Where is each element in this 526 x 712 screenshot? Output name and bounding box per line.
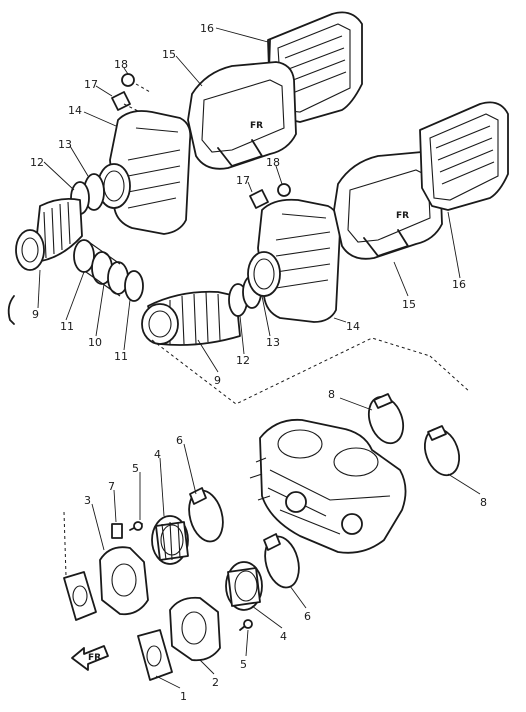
callout-14-right: 14 bbox=[346, 320, 360, 333]
callout-18-right: 18 bbox=[266, 156, 280, 169]
callout-13-top: 13 bbox=[58, 138, 72, 151]
callout-16-right: 16 bbox=[452, 278, 466, 291]
leader-lines bbox=[37, 27, 481, 689]
clamp-6-upper bbox=[188, 487, 224, 543]
gasket-upper bbox=[63, 511, 97, 621]
air-filter-element-right: FR bbox=[333, 151, 443, 260]
callout-9-center: 9 bbox=[214, 374, 221, 387]
assembly-guide-lines bbox=[151, 337, 471, 405]
callout-17-top: 17 bbox=[84, 78, 98, 91]
callout-9-left: 9 bbox=[32, 308, 39, 321]
callout-numbers: 16 15 18 17 14 13 12 9 11 10 11 9 12 13 … bbox=[30, 22, 487, 703]
front-arrow-icon: FR bbox=[71, 645, 109, 671]
callout-12-center: 12 bbox=[236, 354, 250, 367]
clamp-8-right bbox=[423, 425, 461, 477]
clamp-6-lower bbox=[263, 533, 300, 589]
callout-15-right: 15 bbox=[402, 298, 416, 311]
carb-manifold-3 bbox=[99, 546, 149, 616]
intake-case-right bbox=[247, 183, 341, 323]
callout-15-top: 15 bbox=[162, 48, 176, 61]
svg-text:FR: FR bbox=[396, 211, 409, 221]
callout-10: 10 bbox=[88, 336, 102, 349]
air-filter-element-top: FR bbox=[187, 61, 297, 170]
carb-joint-4-lower bbox=[225, 561, 263, 611]
carb-manifold-2 bbox=[169, 596, 221, 662]
screw-5-lower bbox=[239, 619, 253, 631]
callout-13-right: 13 bbox=[266, 336, 280, 349]
bolt-and-grommet-top bbox=[111, 73, 151, 113]
callout-11-left: 11 bbox=[60, 320, 74, 333]
callout-8-right: 8 bbox=[480, 496, 487, 509]
callout-6-lower: 6 bbox=[304, 610, 311, 623]
callout-1: 1 bbox=[180, 690, 187, 703]
dowel-pin-7 bbox=[111, 523, 123, 539]
screw-5-upper bbox=[129, 521, 143, 531]
callout-8-left: 8 bbox=[328, 388, 335, 401]
callout-5-upper: 5 bbox=[132, 462, 139, 475]
callout-7: 7 bbox=[108, 480, 115, 493]
center-intake-hose bbox=[141, 275, 262, 346]
callout-2: 2 bbox=[212, 676, 219, 689]
callout-14-top: 14 bbox=[68, 104, 82, 117]
bracket-mark bbox=[7, 295, 15, 325]
callout-12-top: 12 bbox=[30, 156, 44, 169]
callout-4-upper: 4 bbox=[154, 448, 161, 461]
intake-case-top bbox=[97, 110, 192, 235]
callout-17-right: 17 bbox=[236, 174, 250, 187]
front-marker-label: FR bbox=[88, 653, 101, 663]
callout-4-lower: 4 bbox=[280, 630, 287, 643]
callout-5-lower: 5 bbox=[240, 658, 247, 671]
callout-3: 3 bbox=[84, 494, 91, 507]
callout-18-top: 18 bbox=[114, 58, 128, 71]
carb-joint-4-upper bbox=[151, 515, 189, 565]
left-joint-set bbox=[73, 239, 144, 302]
left-intake-hose bbox=[15, 173, 105, 271]
callout-6-upper: 6 bbox=[176, 434, 183, 447]
air-cleaner-case-right bbox=[419, 101, 509, 211]
callout-16-top: 16 bbox=[200, 22, 214, 35]
carburetor-assembly bbox=[249, 418, 407, 554]
callout-11-center: 11 bbox=[114, 350, 128, 363]
gasket-1 bbox=[137, 629, 173, 681]
clamp-8-left bbox=[367, 393, 405, 445]
svg-text:FR: FR bbox=[250, 121, 263, 131]
